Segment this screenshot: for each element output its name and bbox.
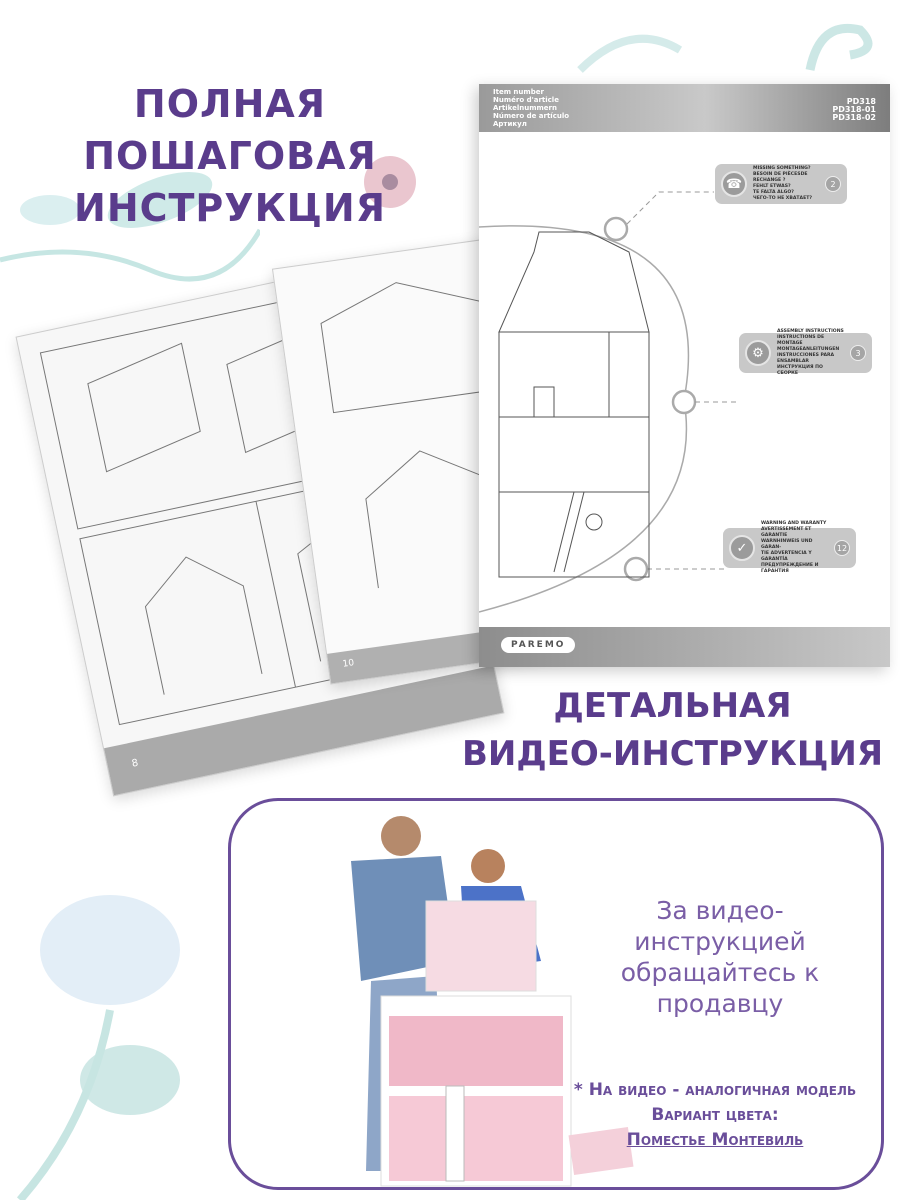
page-badge: 2 bbox=[825, 176, 841, 192]
callout-assembly-instructions[interactable]: ⚙ ASSEMBLY INSTRUCTIONS INSTRUCTIONS DE … bbox=[739, 329, 872, 376]
heading-line: ДЕТАЛЬНАЯ bbox=[553, 686, 792, 726]
text-line: продавцу bbox=[656, 989, 784, 1018]
callout-line: INSTRUCCIONES PARA ENSAMBLAR bbox=[777, 353, 835, 364]
phone-icon: ☎ bbox=[721, 171, 747, 197]
flower-decoration-pink bbox=[364, 156, 416, 208]
header-label: Item number bbox=[493, 88, 544, 96]
header-label: Артикул bbox=[493, 120, 527, 128]
callout-line: ЧЕГО-ТО НЕ ХВАТАЕТ? bbox=[753, 196, 813, 201]
gear-icon: ⚙ bbox=[745, 340, 771, 366]
item-number: PD318-01 bbox=[832, 105, 876, 114]
callout-line: WARNHINWEIS UND GARAN- bbox=[761, 539, 813, 550]
callout-line: FEHLT ETWAS? bbox=[753, 184, 791, 189]
manual-footer: PAREMO bbox=[479, 627, 890, 667]
flower-decoration-bottom bbox=[16, 895, 180, 1200]
instruction-heading: ПОЛНАЯ ПОШАГОВАЯ ИНСТРУКЦИЯ bbox=[10, 78, 450, 234]
assembly-photo bbox=[351, 816, 634, 1187]
manual-page: Item number Numéro d'article Artikelnumm… bbox=[479, 84, 890, 667]
item-number: PD318-02 bbox=[832, 113, 876, 122]
manual-header: Item number Numéro d'article Artikelnumm… bbox=[479, 84, 890, 132]
callout-line: WARNING AND WARANTY bbox=[761, 521, 827, 526]
page-badge: 12 bbox=[834, 540, 850, 556]
callout-line: TE FALTA ALGO? bbox=[753, 190, 794, 195]
video-heading: ДЕТАЛЬНАЯ ВИДЕО-ИНСТРУКЦИЯ bbox=[450, 682, 895, 778]
text-line: обращайтесь к bbox=[620, 958, 820, 987]
heading-line: ПОЛНАЯ ПОШАГОВАЯ bbox=[83, 82, 377, 178]
note-line: Вариант цвета: bbox=[651, 1105, 779, 1125]
text-line: инструкцией bbox=[634, 927, 806, 956]
color-variant-link[interactable]: Поместье Монтевиль bbox=[626, 1130, 804, 1150]
header-label: Número de artículo bbox=[493, 112, 570, 120]
header-label: Artikelnummern bbox=[493, 104, 557, 112]
video-note: * На видео - аналогичная модель Вариант … bbox=[555, 1078, 875, 1153]
callout-line: MONTAGEANLEITUNGEN bbox=[777, 347, 840, 352]
heading-line: ИНСТРУКЦИЯ bbox=[74, 186, 386, 230]
text-line: За видео- bbox=[656, 896, 784, 925]
dollhouse-illustration bbox=[479, 191, 739, 613]
flower-decoration-top bbox=[0, 172, 260, 282]
header-label: Numéro d'article bbox=[493, 96, 559, 104]
video-frame bbox=[228, 798, 884, 1190]
callout-line: TIE ADVERTENCIA Y GARANTÍA bbox=[761, 551, 812, 562]
callout-line: ИНСТРУКЦИЯ ПО СБОРКЕ bbox=[777, 365, 823, 376]
callout-line: MISSING SOMETHING? bbox=[753, 166, 811, 171]
callout-warning-warranty[interactable]: ✓ WARNING AND WARANTY AVERTISSEMENT ET G… bbox=[723, 521, 856, 574]
callout-missing-parts[interactable]: ☎ MISSING SOMETHING? BESOIN DE PIÈCESDE … bbox=[715, 164, 847, 204]
document-check-icon: ✓ bbox=[729, 535, 755, 561]
callout-line: INSTRUCTIONS DE MONTAGE bbox=[777, 335, 825, 346]
callout-line: ПРЕДУПРЕЖДЕНИЕ И ГАРАНТИЯ bbox=[761, 563, 819, 574]
item-number: PD318 bbox=[846, 97, 876, 106]
callout-line: AVERTISSEMENT ET GARANTIE bbox=[761, 527, 812, 538]
paremo-logo: PAREMO bbox=[501, 637, 576, 653]
video-contact-text: За видео- инструкцией обращайтесь к прод… bbox=[600, 895, 840, 1019]
flower-decoration-right bbox=[577, 23, 873, 73]
callout-line: ASSEMBLY INSTRUCTIONS bbox=[777, 329, 844, 334]
page-badge: 3 bbox=[850, 345, 866, 361]
note-line: * На видео - аналогичная модель bbox=[573, 1080, 857, 1100]
heading-line: ВИДЕО-ИНСТРУКЦИЯ bbox=[461, 734, 884, 774]
callout-line: BESOIN DE PIÈCESDE RECHANGE ? bbox=[753, 172, 808, 183]
